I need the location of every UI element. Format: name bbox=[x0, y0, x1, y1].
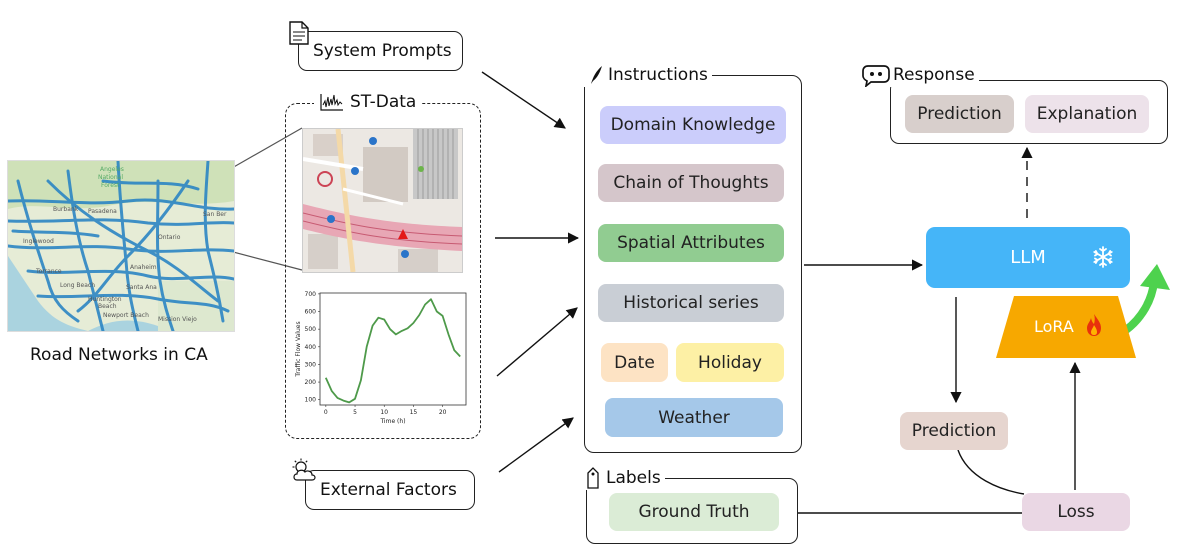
map-label-newport: Newport Beach bbox=[103, 312, 149, 319]
x-tick-label: 15 bbox=[410, 409, 418, 416]
y-tick-label: 700 bbox=[305, 291, 317, 298]
system-prompts-box: System Prompts bbox=[298, 31, 463, 71]
chart-xlabel: Time (h) bbox=[379, 418, 405, 425]
instructions-header: Instructions bbox=[584, 63, 712, 87]
lora-block bbox=[996, 296, 1136, 358]
model-prediction-chip: Prediction bbox=[900, 412, 1008, 450]
map-label-inglewood: Inglewood bbox=[23, 238, 54, 245]
signal-waveform-icon bbox=[320, 94, 343, 111]
y-tick-label: 500 bbox=[305, 326, 317, 333]
road-network-map: Angeles National Forest San Ber Burbank … bbox=[7, 160, 235, 332]
traffic-flow-chart: 100 200 300 400 500 600 700 0 5 10 15 20 Time (h) T… bbox=[292, 285, 472, 430]
y-tick-label: 200 bbox=[305, 379, 317, 386]
chain-of-thoughts-chip: Chain of Thoughts bbox=[598, 164, 784, 202]
map-label-ontario: Ontario bbox=[158, 234, 181, 241]
holiday-chip: Holiday bbox=[676, 343, 784, 382]
response-header: Response bbox=[858, 63, 979, 87]
map-label-pasadena: Pasadena bbox=[88, 208, 117, 215]
map-label-forest: Forest bbox=[101, 182, 120, 189]
map-label-long-beach: Long Beach bbox=[60, 282, 95, 289]
arrow-st-chart bbox=[496, 307, 578, 377]
y-tick-label: 600 bbox=[305, 309, 317, 316]
response-title: Response bbox=[893, 65, 975, 85]
x-tick-label: 0 bbox=[324, 409, 328, 416]
labels-header: Labels bbox=[582, 466, 665, 490]
instructions-title: Instructions bbox=[608, 65, 708, 85]
snowflake-icon bbox=[1093, 246, 1113, 268]
lora-label: LoRA bbox=[1034, 317, 1074, 336]
weather-chip: Weather bbox=[605, 398, 783, 437]
chart-ylabel: Traffic Flow Values bbox=[295, 321, 302, 377]
y-tick-label: 300 bbox=[305, 361, 317, 368]
map-label-mission-viejo: Mission Viejo bbox=[158, 316, 197, 323]
arrow-external bbox=[498, 417, 574, 473]
tag-icon bbox=[587, 467, 599, 489]
feather-pen-icon bbox=[591, 66, 602, 84]
y-tick-label: 100 bbox=[305, 397, 317, 404]
external-factors-box: External Factors bbox=[305, 470, 475, 510]
fire-icon bbox=[1087, 314, 1101, 336]
link-prediction-loss bbox=[957, 449, 1025, 495]
spatial-attributes-chip: Spatial Attributes bbox=[598, 224, 784, 262]
road-network-caption: Road Networks in CA bbox=[30, 345, 208, 365]
st-map-tile bbox=[302, 128, 463, 273]
st-map-tile-svg bbox=[303, 129, 462, 272]
llm-block: LLM bbox=[926, 227, 1130, 288]
map-label-anaheim: Anaheim bbox=[130, 264, 157, 271]
weather-icon bbox=[292, 458, 316, 481]
labels-title: Labels bbox=[606, 468, 661, 488]
document-icon bbox=[289, 21, 309, 45]
arrow-system-prompts bbox=[481, 71, 566, 129]
loss-chip: Loss bbox=[1022, 493, 1130, 531]
external-factors-label: External Factors bbox=[320, 480, 457, 500]
system-prompts-label: System Prompts bbox=[313, 41, 452, 61]
map-label-san-ber: San Ber bbox=[203, 211, 227, 218]
date-chip: Date bbox=[601, 343, 668, 382]
traffic-flow-svg: 100 200 300 400 500 600 700 0 5 10 15 20 Time (h) T… bbox=[295, 291, 467, 425]
map-label-angeles: Angeles bbox=[100, 166, 124, 173]
map-label-huntington: Huntington bbox=[88, 296, 122, 303]
chart-plot-frame bbox=[319, 292, 467, 406]
zoom-line-top bbox=[231, 127, 303, 169]
road-network-svg: Angeles National Forest San Ber Burbank … bbox=[8, 161, 234, 331]
y-tick-label: 400 bbox=[305, 344, 317, 351]
st-data-label: ST-Data bbox=[350, 92, 417, 112]
map-label-burbank: Burbank bbox=[53, 206, 79, 213]
update-arrow-head bbox=[1140, 264, 1170, 290]
ground-truth-chip: Ground Truth bbox=[609, 493, 779, 531]
map-label-santa-ana: Santa Ana bbox=[126, 284, 157, 291]
x-tick-label: 5 bbox=[353, 409, 357, 416]
response-explanation-chip: Explanation bbox=[1025, 95, 1149, 133]
llm-label: LLM bbox=[1010, 247, 1046, 268]
map-label-torrance: Torrance bbox=[35, 268, 62, 275]
x-tick-label: 10 bbox=[380, 409, 388, 416]
traffic-series-line bbox=[324, 298, 461, 404]
chatbot-icon bbox=[862, 65, 890, 87]
st-data-header: ST-Data bbox=[314, 89, 423, 115]
x-tick-label: 20 bbox=[439, 409, 447, 416]
domain-knowledge-chip: Domain Knowledge bbox=[600, 106, 786, 144]
map-label-national: National bbox=[98, 174, 123, 181]
historical-series-chip: Historical series bbox=[598, 284, 784, 322]
response-prediction-chip: Prediction bbox=[905, 95, 1014, 133]
map-label-beach: Beach bbox=[98, 303, 117, 310]
